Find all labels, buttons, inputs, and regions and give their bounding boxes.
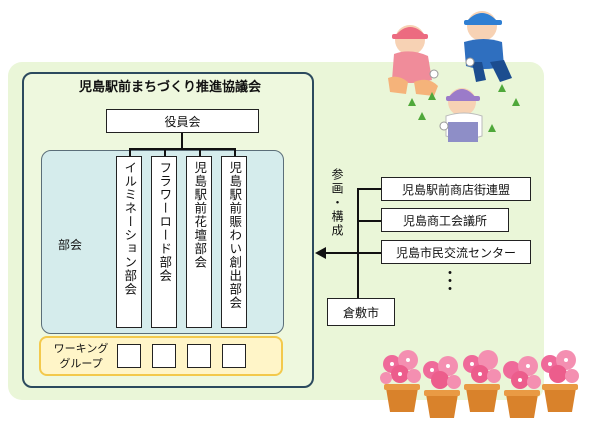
flower-pot xyxy=(463,350,501,412)
arrow-head-icon xyxy=(315,247,326,259)
subcommittee-box-vitality: 児島駅前賑わい創出部会 xyxy=(221,156,247,328)
working-group-box xyxy=(222,344,246,368)
connector-line xyxy=(181,133,183,148)
working-group-box xyxy=(117,344,141,368)
person-purple-cap xyxy=(439,88,483,142)
participant-chamber-of-commerce: 児島商工会議所 xyxy=(381,208,509,232)
subcommittee-connector xyxy=(129,148,235,150)
city-box: 倉敷市 xyxy=(327,298,395,326)
subcommittee-name: 児島駅前花壇部会 xyxy=(192,161,208,269)
flower-pot xyxy=(541,350,579,412)
connector-line xyxy=(357,220,381,222)
subcommittee-box-flowerbed: 児島駅前花壇部会 xyxy=(186,156,212,328)
participants-trunk-line xyxy=(357,188,359,298)
organization-title: 児島駅前まちづくり推進協議会 xyxy=(78,80,261,95)
working-group-box xyxy=(152,344,176,368)
gardening-people-illustration xyxy=(388,11,520,142)
flower-pot xyxy=(503,356,541,418)
connector-line xyxy=(357,252,381,254)
participant-shopping-street: 児島駅前商店街連盟 xyxy=(381,177,531,201)
subcommittee-label: 部会 xyxy=(58,238,83,252)
connector-line xyxy=(357,188,381,190)
person-pink-cap xyxy=(388,25,439,96)
person-blue-cap xyxy=(464,11,512,82)
connector-line xyxy=(164,148,166,157)
subcommittee-name: イルミネーション部会 xyxy=(122,161,138,296)
arrow-line xyxy=(324,252,358,254)
subcommittee-name: フラワーロード部会 xyxy=(157,161,173,283)
working-group-label: ワーキング グループ xyxy=(53,342,109,370)
participant-civic-center: 児島市民交流センター xyxy=(381,240,531,264)
officers-box: 役員会 xyxy=(106,109,259,133)
connector-line xyxy=(234,148,236,157)
subcommittee-box-flower-road: フラワーロード部会 xyxy=(151,156,177,328)
flower-pot xyxy=(380,350,421,412)
connector-line xyxy=(129,148,131,157)
connector-line xyxy=(199,148,201,157)
subcommittee-name: 児島駅前賑わい創出部会 xyxy=(227,161,243,310)
participation-label: 参画・構成 xyxy=(330,168,344,238)
working-group-box xyxy=(187,344,211,368)
subcommittee-box-illumination: イルミネーション部会 xyxy=(116,156,142,328)
flower-pots-illustration xyxy=(380,350,579,418)
flower-pot xyxy=(423,356,461,418)
ellipsis-dots: ・ ・ ・ xyxy=(443,266,457,298)
